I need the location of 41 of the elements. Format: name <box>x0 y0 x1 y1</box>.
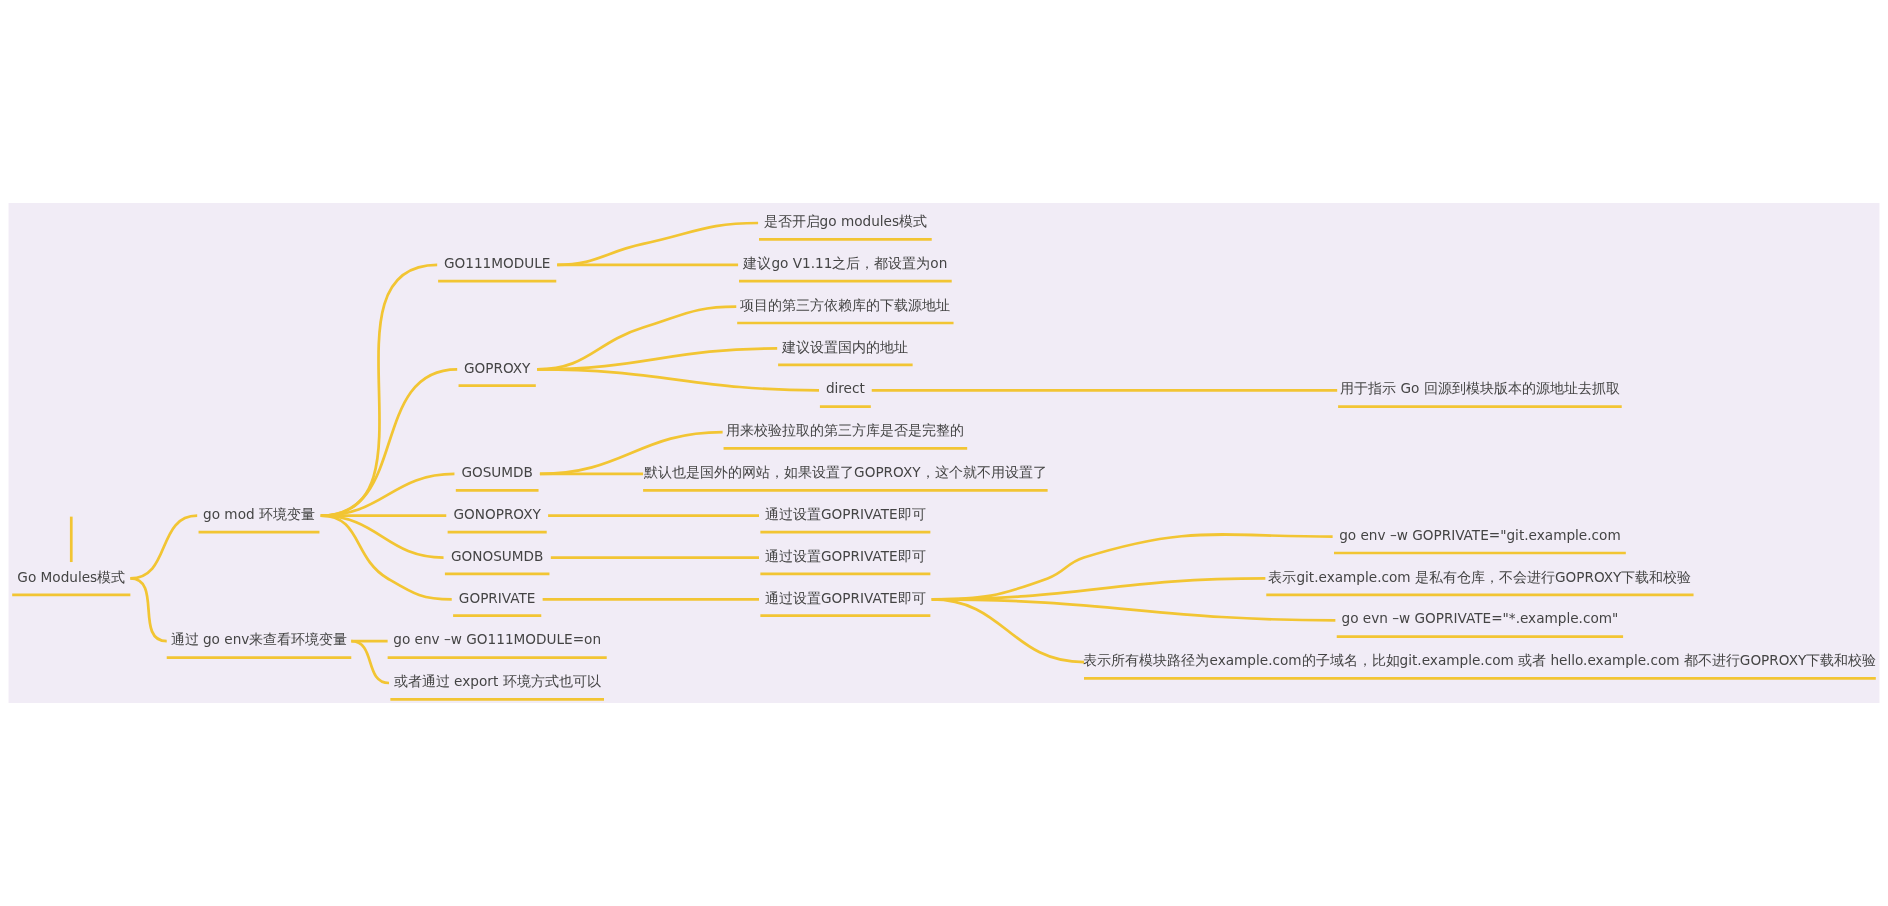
connector <box>537 368 819 392</box>
node-text: 通过设置GOPRIVATE即可 <box>765 589 926 606</box>
node-text: GOPRIVATE <box>458 589 536 606</box>
node-text: 表示git.example.com 是私有仓库，不会进行GOPROXY下载和校验 <box>1268 568 1692 585</box>
node-text: 通过设置GOPRIVATE即可 <box>765 547 926 564</box>
node-text: go env –w GOPRIVATE="git.example.com <box>1339 526 1621 543</box>
connector <box>539 430 723 476</box>
node-text: GOSUMDB <box>461 464 533 481</box>
connector <box>557 263 739 267</box>
connector <box>542 598 759 601</box>
node-text: 或者通过 export 环境方式也可以 <box>393 673 601 690</box>
node-text: GONOSUMDB <box>450 547 544 564</box>
node-text: go evn –w GOPRIVATE="*.example.com" <box>1341 610 1619 627</box>
node-text: 用来校验拉取的第三方库是否是完整的 <box>726 422 965 439</box>
connector <box>130 577 167 643</box>
node-text: GOPROXY <box>463 359 531 376</box>
node-text: 表示所有模块路径为example.com的子域名，比如git.example.com 或者 hello.example.com 都不进行GOPROXY下载和校验 <box>1083 652 1877 669</box>
connector <box>320 514 452 601</box>
node-text: GO111MODULE <box>443 255 551 271</box>
connector <box>69 516 73 563</box>
node-text: go env –w GO111MODULE=on <box>393 631 602 648</box>
connector <box>550 556 759 559</box>
connector <box>320 514 444 559</box>
node-text: direct <box>825 380 865 397</box>
node-text: 用于指示 Go 回源到模块版本的源地址去抓取 <box>1340 380 1620 397</box>
node-text: 通过 go env来查看环境变量 <box>170 631 348 648</box>
node-text: go mod 环境变量 <box>203 505 315 522</box>
node-text: 建议设置国内的地址 <box>782 338 909 355</box>
node-text: 默认也是国外的网站，如果设置了GOPROXY，这个就不用设置了 <box>644 464 1047 481</box>
connector <box>557 221 759 267</box>
connector <box>539 472 644 476</box>
node-text: 是否开启go modules模式 <box>763 213 928 230</box>
node-text: 通过设置GOPRIVATE即可 <box>765 505 926 522</box>
node-text: 项目的第三方依赖库的下载源地址 <box>740 296 951 313</box>
connector <box>871 388 1338 392</box>
connector <box>931 598 1085 664</box>
node-text: Go Modules模式 <box>17 568 126 585</box>
node-text: 建议go V1.11之后，都设置为on <box>743 255 948 271</box>
connector <box>548 514 759 518</box>
connector <box>351 639 390 685</box>
node-text: GONOPROXY <box>453 505 541 522</box>
